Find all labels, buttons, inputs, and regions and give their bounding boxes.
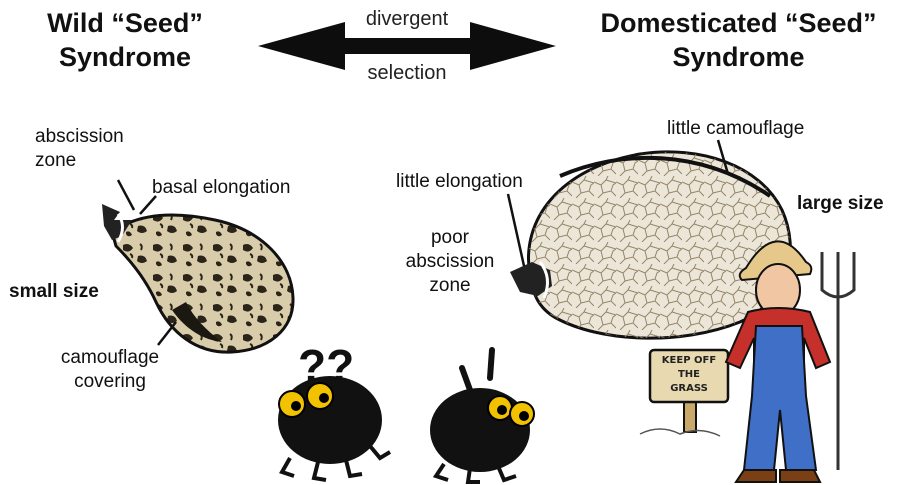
- small-size-label: small size: [9, 280, 99, 304]
- camouflage-line1: camouflage: [50, 346, 170, 370]
- little-elongation-label: little elongation: [396, 170, 523, 194]
- abscission-line1: abscission: [35, 125, 124, 149]
- wild-title-line2: Syndrome: [20, 40, 230, 74]
- sign-line2: THE: [652, 368, 726, 382]
- camouflage-line2: covering: [50, 370, 170, 394]
- arrow-bottom-label: selection: [307, 62, 507, 85]
- domesticated-title-line1: Domesticated “Seed”: [566, 6, 911, 40]
- poor-line2: abscission: [402, 250, 498, 274]
- abscission-line2: zone: [35, 149, 124, 173]
- domesticated-seed-drawing: [510, 152, 790, 338]
- sign-line3: GRASS: [652, 382, 726, 396]
- wild-syndrome-title: Wild “Seed” Syndrome: [20, 6, 230, 74]
- arrow-top-label: divergent: [307, 8, 507, 31]
- farmer-drawing: [726, 241, 854, 482]
- poor-line3: zone: [402, 274, 498, 298]
- svg-text:??: ??: [298, 340, 354, 392]
- domesticated-title-line2: Syndrome: [566, 40, 911, 74]
- poor-line1: poor: [402, 226, 498, 250]
- sign-line1: KEEP OFF: [652, 354, 726, 368]
- abscission-zone-label: abscission zone: [35, 125, 124, 173]
- wild-title-line1: Wild “Seed”: [20, 6, 230, 40]
- alert-insect-drawing: [430, 350, 534, 482]
- little-camouflage-label: little camouflage: [667, 117, 804, 141]
- sign-text: KEEP OFF THE GRASS: [652, 354, 726, 396]
- wild-seed-drawing: [102, 204, 293, 352]
- basal-elongation-label: basal elongation: [152, 176, 290, 200]
- camouflage-covering-label: camouflage covering: [50, 346, 170, 394]
- confused-insect-drawing: ??: [278, 340, 390, 480]
- domesticated-syndrome-title: Domesticated “Seed” Syndrome: [566, 6, 911, 74]
- poor-abscission-zone-label: poor abscission zone: [402, 226, 498, 298]
- large-size-label: large size: [797, 192, 884, 216]
